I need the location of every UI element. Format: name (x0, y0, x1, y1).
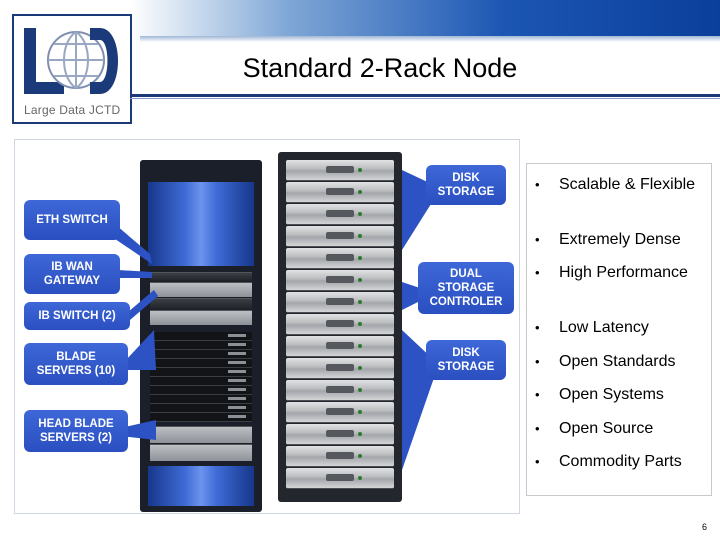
storage-controller (286, 292, 394, 313)
disk-shelf (286, 380, 394, 401)
list-item-label: Extremely Dense (559, 231, 681, 248)
blade-server (150, 332, 252, 341)
head-blade-server (150, 444, 252, 461)
callout-ib-switch: IB SWITCH (2) (24, 302, 130, 330)
bottom-blue-panel (148, 466, 254, 506)
disk-shelf (286, 446, 394, 467)
list-item-label: Commodity Parts (559, 453, 682, 470)
eth-switch-device (150, 272, 252, 281)
arrow-ib-wan (118, 270, 152, 278)
blade-server (150, 341, 252, 350)
callout-disk-storage-bottom: DISK STORAGE (426, 340, 506, 380)
list-item-label: High Performance (559, 264, 688, 281)
disk-shelf (286, 358, 394, 379)
bullet-marker: • (535, 354, 540, 369)
blade-server (150, 386, 252, 395)
bullet-marker: • (535, 320, 540, 335)
blade-server (150, 404, 252, 413)
logo: Large Data JCTD (12, 14, 132, 124)
bullet-marker: • (535, 421, 540, 436)
blade-server (150, 359, 252, 368)
disk-shelf (286, 336, 394, 357)
ib-wan-gateway-device (150, 282, 252, 297)
disk-shelf (286, 248, 394, 269)
disk-shelf (286, 468, 394, 489)
page-title: Standard 2-Rack Node (242, 53, 518, 83)
bullet-marker: • (535, 177, 540, 192)
head-blade-server (150, 426, 252, 443)
left-rack (140, 160, 262, 512)
title-divider (130, 94, 720, 97)
arrow-head-blade (120, 420, 156, 440)
bullet-marker: • (535, 387, 540, 402)
callout-eth-switch: ETH SWITCH (24, 200, 120, 240)
disk-shelf (286, 182, 394, 203)
gateway-device-2 (150, 298, 252, 309)
blade-server (150, 413, 252, 422)
list-item-label: Open Standards (559, 353, 676, 370)
feature-list: • Scalable & Flexible • Extremely Dense • H… (526, 163, 712, 496)
disk-shelf (286, 270, 394, 291)
title-divider-thin (130, 98, 720, 99)
bullet-marker: • (535, 265, 540, 280)
ib-switch-device (150, 310, 252, 325)
arrow-ib-switch (128, 290, 158, 320)
disk-shelf (286, 226, 394, 247)
bullet-marker: • (535, 454, 540, 469)
logo-text: Large Data JCTD (24, 103, 121, 117)
blade-server (150, 395, 252, 404)
list-item-label: Open Systems (559, 386, 664, 403)
storage-controller (286, 314, 394, 335)
disk-shelf (286, 204, 394, 225)
bullet-marker: • (535, 232, 540, 247)
top-blue-panel (148, 182, 254, 266)
disk-shelf (286, 424, 394, 445)
blade-server (150, 350, 252, 359)
blade-server (150, 377, 252, 386)
logo-graphic (24, 28, 118, 94)
disk-shelf (286, 402, 394, 423)
header-shadow (140, 36, 720, 42)
callout-dual-storage-controller: DUAL STORAGE CONTROLER (418, 262, 514, 314)
callout-ib-wan-gateway: IB WAN GATEWAY (24, 254, 120, 294)
page-number: 6 (702, 522, 708, 532)
disk-shelf (286, 160, 394, 181)
callout-blade-servers: BLADE SERVERS (10) (24, 343, 128, 385)
arrow-blade (126, 330, 156, 370)
list-item-label: Low Latency (559, 319, 649, 336)
list-item-label: Open Source (559, 420, 654, 437)
callout-disk-storage-top: DISK STORAGE (426, 165, 506, 205)
callout-head-blade-servers: HEAD BLADE SERVERS (2) (24, 410, 128, 452)
blade-server (150, 368, 252, 377)
list-item-label: Scalable & Flexible (559, 176, 696, 193)
right-rack (278, 152, 402, 502)
